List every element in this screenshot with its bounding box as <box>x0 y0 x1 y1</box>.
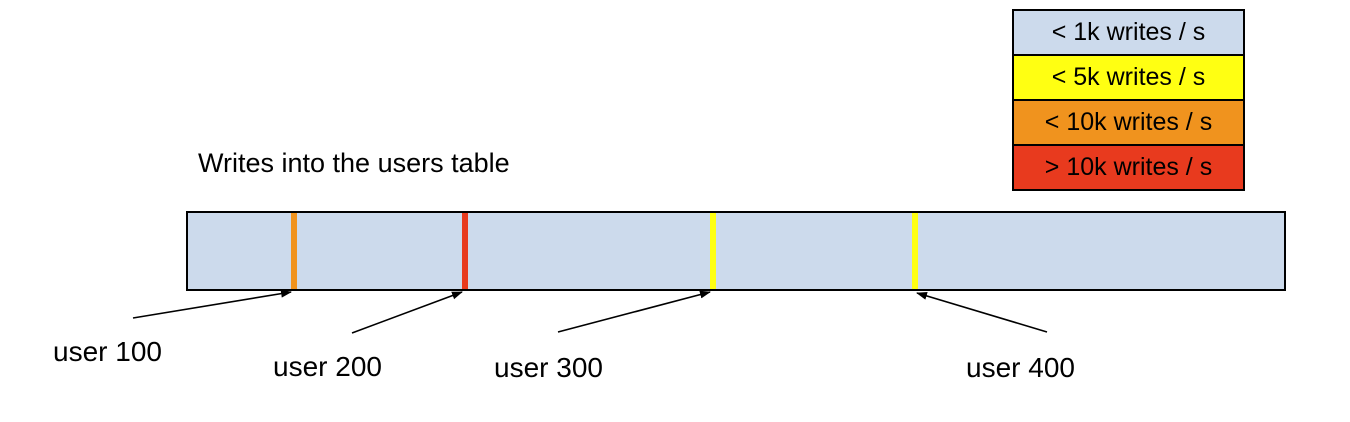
user-200-tick <box>462 213 468 289</box>
user-label-user-400: user 400 <box>966 352 1075 383</box>
legend-item-label: < 5k writes / s <box>1051 63 1206 91</box>
user-400-tick <box>912 213 918 289</box>
user-label-user-100: user 100 <box>53 336 162 367</box>
user-100-tick <box>291 213 297 289</box>
legend-item: < 10k writes / s <box>1012 99 1245 146</box>
legend-item: > 10k writes / s <box>1012 144 1245 191</box>
legend-item: < 5k writes / s <box>1012 54 1245 101</box>
annotation-arrow-user-400 <box>916 292 1048 333</box>
legend-item-label: < 1k writes / s <box>1051 18 1206 46</box>
users-table-bar <box>186 211 1286 291</box>
legend-item-label: > 10k writes / s <box>1044 153 1213 181</box>
legend-item: < 1k writes / s <box>1012 9 1245 56</box>
user-label-user-200: user 200 <box>273 351 382 382</box>
annotation-arrow-user-100 <box>132 289 292 319</box>
annotation-arrow-user-300 <box>557 290 711 333</box>
legend: < 1k writes / s < 5k writes / s < 10k writ… <box>1012 9 1245 191</box>
user-300-tick <box>710 213 716 289</box>
user-label-user-300: user 300 <box>494 352 603 383</box>
annotation-arrow-user-200 <box>351 291 463 334</box>
legend-item-label: < 10k writes / s <box>1044 108 1213 136</box>
diagram-title: Writes into the users table <box>198 148 510 178</box>
